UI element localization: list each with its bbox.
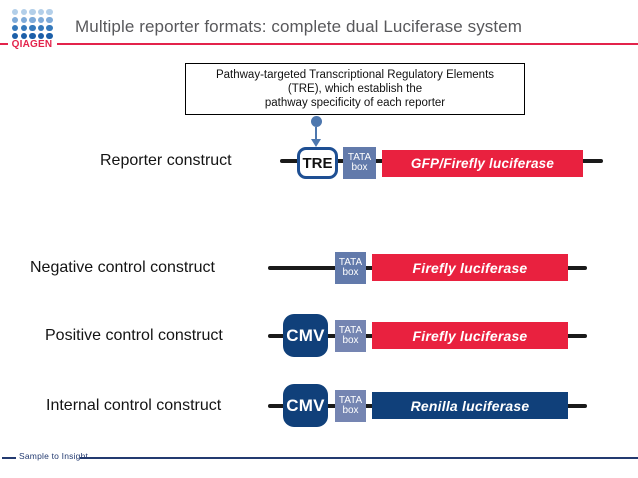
callout-line-1: Pathway-targeted Transcriptional Regulat… xyxy=(215,69,495,81)
callout-line-3: pathway specificity of each reporter xyxy=(264,97,446,109)
tata-label-bottom: box xyxy=(342,405,359,416)
callout-box: Pathway-targeted Transcriptional Regulat… xyxy=(185,63,525,115)
tata-label-top: TATA xyxy=(338,324,363,336)
footer-dash xyxy=(2,457,16,459)
gene-renilla-luciferase: Renilla luciferase xyxy=(372,392,568,419)
gene-firefly-luciferase-negative: Firefly luciferase xyxy=(372,254,568,281)
tre-element: TRE xyxy=(297,147,338,179)
footer-tagline: Sample to Insight xyxy=(19,451,89,461)
cmv-promoter-element-internal: CMV xyxy=(283,384,328,427)
tata-box-element-reporter: TATA box xyxy=(343,147,376,179)
gene-gfp-firefly-luciferase: GFP/Firefly luciferase xyxy=(382,150,583,177)
gene-label: Firefly luciferase xyxy=(412,259,528,276)
tre-label: TRE xyxy=(302,154,333,172)
label-negative-control-construct: Negative control construct xyxy=(30,259,215,276)
tata-label-top: TATA xyxy=(338,394,363,406)
tata-box-element-internal: TATA box xyxy=(335,390,366,422)
logo-dot-row xyxy=(12,9,53,16)
pointer-stem xyxy=(314,127,318,139)
pointer-arrowhead-icon xyxy=(311,139,321,147)
tata-box-element-positive: TATA box xyxy=(335,320,366,352)
callout-line-2: (TRE), which establish the xyxy=(287,83,423,95)
logo-dot-row xyxy=(12,16,53,24)
tata-label-bottom: box xyxy=(351,162,368,173)
label-positive-control-construct: Positive control construct xyxy=(45,327,223,344)
tata-label-top: TATA xyxy=(347,151,372,163)
gene-label: GFP/Firefly luciferase xyxy=(410,156,555,171)
header-rule xyxy=(57,43,638,45)
qiagen-logo-dots-icon xyxy=(12,9,53,41)
gene-label: Firefly luciferase xyxy=(412,327,528,344)
logo-dot-row xyxy=(12,32,53,40)
cmv-label: CMV xyxy=(286,395,325,415)
logo-dot-row xyxy=(12,24,53,32)
gene-firefly-luciferase-positive: Firefly luciferase xyxy=(372,322,568,349)
gene-label: Renilla luciferase xyxy=(410,397,530,414)
label-reporter-construct: Reporter construct xyxy=(100,152,232,169)
tata-label-bottom: box xyxy=(342,335,359,346)
footer-rule xyxy=(80,457,638,459)
tata-box-element-negative: TATA box xyxy=(335,252,366,284)
callout-pointer-icon xyxy=(308,116,324,147)
cmv-label: CMV xyxy=(286,325,325,345)
qiagen-logo-text: QIAGEN xyxy=(11,39,53,50)
header-rule-left xyxy=(0,43,8,45)
page-title: Multiple reporter formats: complete dual… xyxy=(75,17,523,36)
tata-label-bottom: box xyxy=(342,267,359,278)
cmv-promoter-element-positive: CMV xyxy=(283,314,328,357)
tata-label-top: TATA xyxy=(338,256,363,268)
pointer-dot xyxy=(310,116,322,127)
label-internal-control-construct: Internal control construct xyxy=(46,397,222,414)
